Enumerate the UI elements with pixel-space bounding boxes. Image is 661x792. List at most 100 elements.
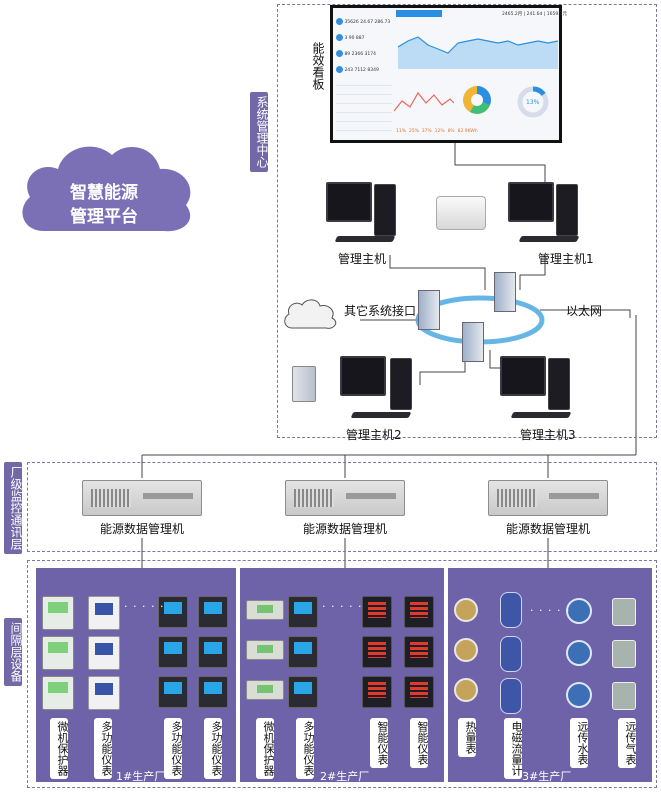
- protector-device: [42, 596, 74, 630]
- smart-meter: [404, 676, 434, 708]
- device-label: 智能仪表: [410, 718, 429, 768]
- device-label: 多功能仪表: [94, 718, 113, 779]
- water-meter: [566, 640, 592, 666]
- stat-icon: [336, 34, 343, 41]
- smart-meter: [404, 636, 434, 668]
- dashboard-header-bar: [396, 10, 442, 17]
- dashboard-bottom-values: 11% 25% 37% 12% 8% 82.9KWh: [396, 129, 556, 134]
- bottom-value: 12%: [434, 129, 445, 134]
- heat-meter: [454, 598, 478, 622]
- device-label: 多功能仪表: [204, 718, 223, 779]
- dashboard-ring-chart: [517, 86, 549, 118]
- stat-value: 90: [348, 36, 355, 41]
- printer-icon: [436, 196, 486, 230]
- ellipsis-dots: · · · · ·: [322, 600, 363, 613]
- bay-devices-box: [27, 560, 657, 788]
- multifunction-meter: [158, 676, 188, 708]
- multifunction-meter: [288, 596, 318, 628]
- gas-meter: [612, 640, 636, 668]
- stat-value: 24.67: [360, 20, 374, 25]
- dashboard-line-chart: [398, 36, 558, 69]
- data-server-label: 能源数据管理机: [303, 522, 388, 536]
- dashboard-area-chart: [394, 91, 454, 112]
- dashboard-date: 2465.2月 | 241.6d | 1659.1元: [502, 12, 567, 17]
- dashboard-pie-chart: [463, 86, 491, 114]
- flow-meter: [500, 592, 522, 628]
- multifunction-meter: [288, 636, 318, 668]
- device-label: 微机保护器: [50, 718, 69, 779]
- device-label: 微机保护器: [256, 718, 275, 779]
- data-server: [488, 480, 608, 516]
- management-host-label: 管理主机: [338, 252, 387, 266]
- tier-label-management-center: 系统管理中心: [250, 92, 269, 172]
- bottom-value: 25%: [408, 129, 419, 134]
- tier-label-factory-comm: 厂级监控通讯层: [4, 462, 23, 554]
- stat-value: 7112: [354, 68, 366, 73]
- gas-meter: [612, 682, 636, 710]
- network-switch-icon: [494, 272, 516, 312]
- protector-device: [246, 680, 284, 700]
- data-server-label: 能源数据管理机: [100, 522, 185, 536]
- dashboard-ring-value: 13%: [526, 99, 540, 106]
- multifunction-meter: [198, 676, 228, 708]
- device-label: 智能仪表: [370, 718, 389, 768]
- device-label: 热量表: [458, 718, 477, 757]
- factory-name: 1#生产厂: [116, 770, 166, 783]
- management-host3-label: 管理主机3: [520, 428, 576, 442]
- ethernet-label: 以太网: [566, 304, 603, 318]
- multifunction-meter: [88, 636, 120, 670]
- stat-value: 243: [344, 68, 354, 73]
- other-systems-cloud-icon: [284, 299, 337, 329]
- dashboard-screen: 35626 24.67 286.73 3 90 887 89 2366 3174…: [330, 5, 567, 143]
- multifunction-meter: [198, 596, 228, 628]
- factory-name: 3#生产厂: [522, 770, 572, 783]
- stat-value: 89: [344, 52, 351, 57]
- bottom-value: 37%: [421, 129, 432, 134]
- water-meter: [566, 682, 592, 708]
- multifunction-meter: [288, 676, 318, 708]
- dashboard-label: 能效看板: [311, 42, 325, 90]
- bottom-value: 8%: [447, 129, 455, 134]
- dashboard-stats: 35626 24.67 286.73 3 90 887 89 2366 3174…: [336, 13, 394, 77]
- water-meter: [566, 598, 592, 624]
- stat-value: 3: [344, 36, 348, 41]
- management-host2-label: 管理主机2: [346, 428, 402, 442]
- heat-meter: [454, 638, 478, 662]
- multifunction-meter: [158, 636, 188, 668]
- device-label: 多功能仪表: [164, 718, 183, 779]
- network-switch-icon: [418, 290, 440, 330]
- device-label: 远传水表: [570, 718, 589, 768]
- management-center-box: [277, 4, 657, 438]
- multifunction-meter: [198, 636, 228, 668]
- smart-meter: [404, 596, 434, 628]
- cloud-shape: [22, 146, 191, 232]
- stat-value: 2366: [351, 52, 364, 57]
- smart-meter: [362, 676, 392, 708]
- data-server: [82, 480, 202, 516]
- gas-meter: [612, 598, 636, 626]
- stat-value: 8349: [367, 68, 379, 73]
- flow-meter: [500, 678, 522, 714]
- protector-device: [42, 676, 74, 710]
- protector-device: [42, 636, 74, 670]
- ellipsis-dots: · · · · ·: [530, 604, 571, 617]
- bottom-value: 82.9KWh: [457, 129, 478, 134]
- device-label: 电磁流量计: [504, 718, 523, 779]
- stat-value: 3174: [364, 52, 376, 57]
- tier-label-bay-devices: 间隔层设备: [4, 618, 23, 686]
- cloud-title-line2: 管理平台: [70, 207, 138, 227]
- data-server: [285, 480, 405, 516]
- flow-meter: [500, 636, 522, 672]
- dashboard-list: [336, 77, 392, 133]
- storage-server-icon: [292, 366, 316, 402]
- multifunction-meter: [158, 596, 188, 628]
- heat-meter: [454, 678, 478, 702]
- device-label: 远传气表: [618, 718, 637, 768]
- smart-meter: [362, 636, 392, 668]
- factory-comm-box: [27, 462, 657, 552]
- cloud-title-line1: 智慧能源: [70, 183, 138, 203]
- protector-device: [246, 640, 284, 660]
- factory-name: 2#生产厂: [320, 770, 370, 783]
- multifunction-meter: [88, 596, 120, 630]
- network-switch-icon: [462, 322, 484, 362]
